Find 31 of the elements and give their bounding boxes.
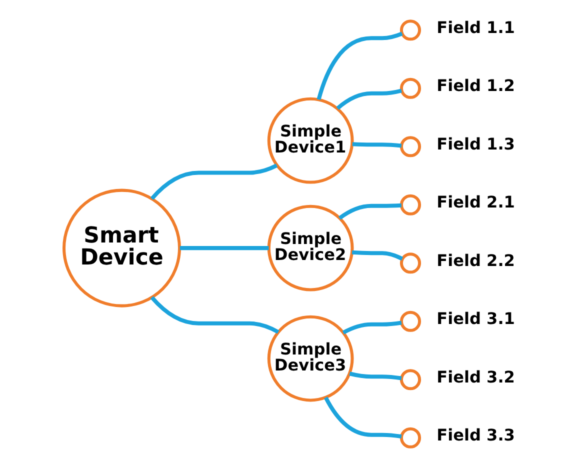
node-circle <box>400 369 422 390</box>
node-label: Field 3.3 <box>436 426 515 445</box>
node-circle: Smart Device <box>62 188 182 308</box>
node-label: Field 1.3 <box>436 134 515 154</box>
connector <box>150 164 278 200</box>
connector <box>352 142 402 148</box>
node-circle <box>400 252 422 274</box>
node-label: Field 1.2 <box>436 76 515 96</box>
node-label: Field 2.2 <box>436 250 515 270</box>
node-circle <box>400 310 422 332</box>
node-circle <box>400 136 422 158</box>
connector <box>342 320 402 334</box>
connector <box>352 250 404 261</box>
node-label: Field 3.2 <box>436 367 515 386</box>
connector <box>336 88 402 110</box>
node-label: Field 1.1 <box>436 18 515 37</box>
node-label: Field 2.1 <box>436 192 515 212</box>
node-circle <box>400 78 422 99</box>
node-circle <box>400 427 422 448</box>
node-circle <box>400 194 422 216</box>
connector <box>338 203 402 220</box>
node-circle: Simple Device1 <box>267 97 354 184</box>
connector <box>180 246 269 250</box>
connector <box>150 296 280 334</box>
node-label: Field 3.1 <box>436 309 515 328</box>
node-circle: Simple Device2 <box>267 204 354 292</box>
connector <box>324 396 402 438</box>
node-circle <box>400 20 422 41</box>
connector <box>349 372 402 380</box>
connector <box>316 32 403 100</box>
node-circle: Simple Device3 <box>267 315 354 402</box>
